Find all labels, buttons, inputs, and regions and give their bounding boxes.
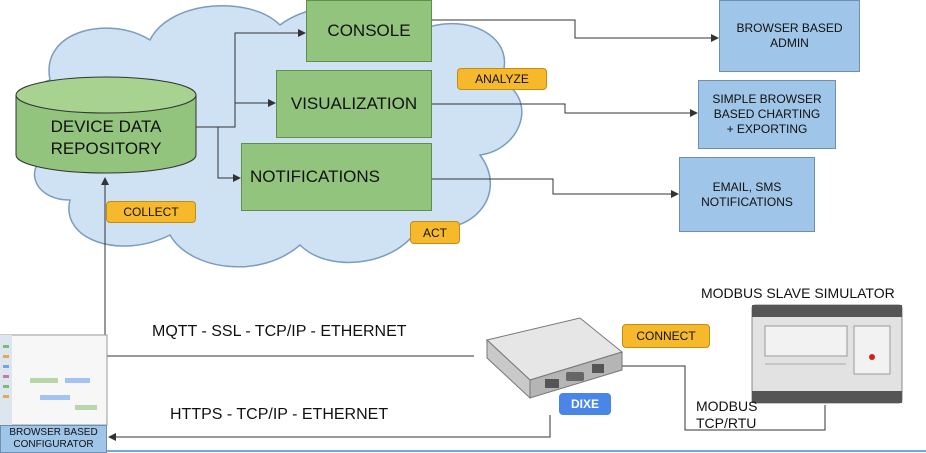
dixe-device xyxy=(485,317,624,400)
modbus-label-line2: TCP/RTU xyxy=(696,415,757,431)
modbus-label: MODBUS TCP/RTU xyxy=(696,398,757,432)
notifications-label: NOTIFICATIONS xyxy=(250,167,381,186)
analyze-tag: ANALYZE xyxy=(457,68,547,90)
repository-label-line2: REPOSITORY xyxy=(50,139,162,158)
configurator-screenshot xyxy=(0,334,108,426)
dixe-badge: DIXE xyxy=(559,393,611,415)
connect-tag: CONNECT xyxy=(622,324,710,348)
mqtt-label: MQTT - SSL - TCP/IP - ETHERNET xyxy=(152,323,407,340)
notify-output-line2: NOTIFICATIONS xyxy=(701,194,793,209)
simulator-title: MODBUS SLAVE SIMULATOR xyxy=(701,285,895,301)
repository-label-line1: DEVICE DATA xyxy=(50,117,162,136)
configurator-label-line2: CONFIGURATOR xyxy=(13,439,94,450)
modbus-label-line1: MODBUS xyxy=(696,398,758,414)
charting-output-line3: + EXPORTING xyxy=(726,122,808,136)
https-connector xyxy=(108,415,551,441)
charting-output: SIMPLE BROWSER BASED CHARTING + EXPORTIN… xyxy=(698,80,836,149)
notify-output-line1: EMAIL, SMS xyxy=(712,179,782,194)
console-label: CONSOLE xyxy=(327,21,411,40)
visualization-label: VISUALIZATION xyxy=(290,94,418,113)
configurator-label: BROWSER BASED CONFIGURATOR xyxy=(0,425,107,453)
admin-output-line1: BROWSER BASED xyxy=(736,21,843,35)
repository-label: DEVICE DATA REPOSITORY xyxy=(18,116,194,160)
https-label: HTTPS - TCP/IP - ETHERNET xyxy=(170,406,389,423)
collect-tag: COLLECT xyxy=(106,201,196,223)
charting-output-line1: SIMPLE BROWSER xyxy=(712,92,822,106)
console-module: CONSOLE xyxy=(306,0,432,62)
repository-cylinder xyxy=(15,76,197,174)
admin-output: BROWSER BASED ADMIN xyxy=(719,0,860,72)
notify-output: EMAIL, SMS NOTIFICATIONS xyxy=(679,157,815,232)
configurator-label-line1: BROWSER BASED xyxy=(9,427,98,438)
repository-connectors xyxy=(196,29,306,182)
modbus-connector xyxy=(613,362,826,431)
notifications-module: NOTIFICATIONS xyxy=(241,143,432,211)
modbus-simulator-device xyxy=(751,304,903,404)
act-tag: ACT xyxy=(410,221,460,244)
admin-output-line2: ADMIN xyxy=(770,36,809,50)
output-connectors xyxy=(432,19,719,198)
visualization-module: VISUALIZATION xyxy=(276,70,432,138)
charting-output-line2: BASED CHARTING xyxy=(713,107,821,121)
